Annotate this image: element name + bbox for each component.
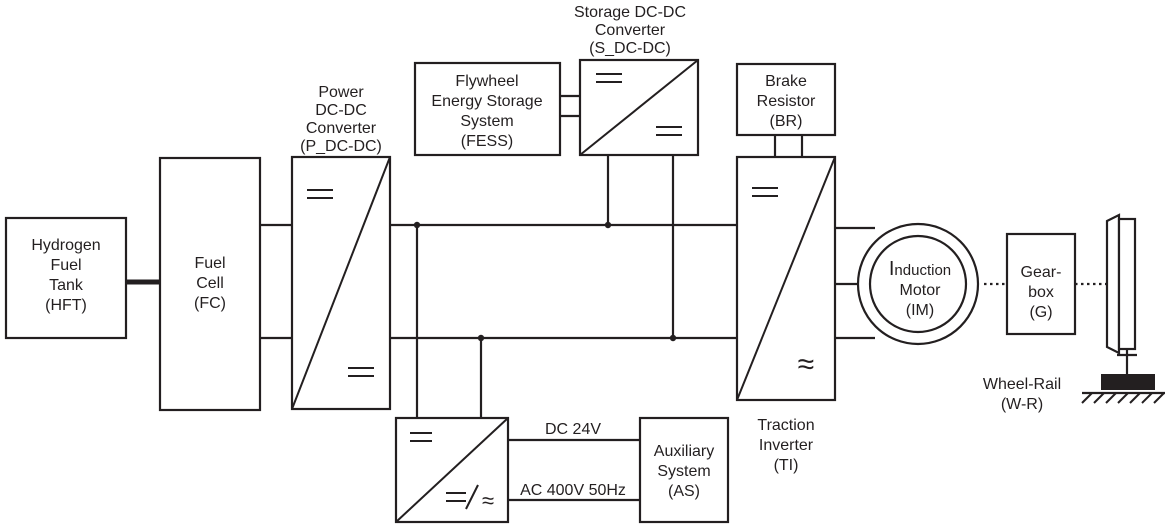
power-dc-dc-converter-block: Power DC-DC Converter (P_DC-DC)	[290, 84, 392, 411]
block-label: Converter	[595, 22, 666, 39]
wheel-rail-block: Wheel-Rail (W-R)	[983, 213, 1165, 413]
induction-motor-inner-ring	[868, 234, 968, 334]
dc-symbol-icon	[348, 367, 374, 377]
block-label: Storage DC-DC	[574, 4, 686, 21]
hydrogen-fuel-tank-box	[4, 216, 128, 340]
dc-symbol-icon	[410, 432, 432, 442]
block-label: Traction	[757, 417, 814, 434]
block-label: (FC)	[194, 295, 226, 312]
fuel-cell-box	[158, 156, 262, 412]
block-label: Tank	[49, 277, 84, 294]
converter-diagonal	[395, 417, 509, 523]
flywheel-energy-storage-block: Flywheel Energy Storage System (FESS)	[413, 61, 562, 157]
dc-symbol-icon	[596, 73, 622, 83]
brake-resistor-box	[735, 62, 837, 137]
junction-node	[413, 221, 421, 229]
block-label: Wheel-Rail	[983, 376, 1061, 393]
wiring	[126, 94, 1107, 502]
wheel-flange	[1105, 213, 1121, 355]
block-label: Cell	[196, 275, 224, 292]
ground-hatch-icon	[1081, 392, 1165, 404]
flywheel-energy-storage-box	[413, 61, 562, 157]
junction-node	[604, 221, 612, 229]
auxiliary-system-box	[638, 416, 730, 524]
storage-dc-dc-converter-block: Storage DC-DC Converter (S_DC-DC)	[574, 4, 700, 157]
block-label: Inverter	[759, 437, 814, 454]
wheel-icon	[1105, 213, 1137, 355]
ac-symbol-icon: ≈	[482, 488, 494, 513]
block-label: Hydrogen	[31, 237, 100, 254]
block-label: (HFT)	[45, 297, 87, 314]
junction-node	[669, 334, 677, 342]
junction-nodes	[413, 221, 677, 342]
separator-slash	[465, 484, 479, 510]
gearbox-box	[1005, 232, 1077, 336]
converter-diagonal	[579, 59, 699, 156]
auxiliary-converter-block: ≈	[394, 416, 510, 524]
block-label: System	[657, 463, 710, 480]
block-label: (TI)	[774, 457, 799, 474]
block-label: Induction	[889, 258, 951, 280]
block-label: Energy Storage	[431, 93, 542, 110]
block-label: (G)	[1029, 304, 1052, 321]
block-label: (AS)	[668, 483, 700, 500]
dc-symbol-icon	[307, 189, 333, 199]
wheel-tread	[1117, 217, 1137, 351]
block-label: Brake	[765, 73, 807, 90]
converter-diagonal	[291, 156, 391, 410]
dc-symbol-icon	[446, 492, 466, 502]
gearbox-block: Gear- box (G)	[1005, 232, 1077, 336]
block-label: (BR)	[770, 113, 803, 130]
block-label: System	[460, 113, 513, 130]
block-label: Fuel	[50, 257, 81, 274]
block-label: Fuel	[194, 255, 225, 272]
block-label: Converter	[306, 120, 377, 137]
hydrogen-fuel-tank-block: Hydrogen Fuel Tank (HFT)	[4, 216, 128, 340]
converter-diagonal	[736, 156, 836, 401]
dc-24v-label: DC 24V	[545, 421, 601, 438]
ac-400v-label: AC 400V 50Hz	[520, 482, 626, 499]
block-label: Flywheel	[455, 73, 518, 90]
block-label: (P_DC-DC)	[300, 138, 382, 155]
block-label: Gear-	[1021, 264, 1062, 281]
dc-symbol-icon	[752, 187, 778, 197]
ac-symbol-icon: ≈	[798, 348, 814, 381]
block-label: Auxiliary	[654, 443, 714, 460]
block-label: DC-DC	[315, 102, 367, 119]
traction-inverter-block: ≈ Traction Inverter (TI)	[735, 155, 837, 474]
fuel-cell-block: Fuel Cell (FC)	[158, 156, 262, 412]
block-label: Power	[318, 84, 364, 101]
junction-node	[477, 334, 485, 342]
block-label: (W-R)	[1001, 396, 1043, 413]
block-label: (IM)	[906, 302, 934, 319]
induction-motor-block: Induction Motor (IM)	[856, 222, 980, 346]
dc-symbol-icon	[656, 126, 682, 136]
block-label: Motor	[900, 282, 942, 299]
block-label: (FESS)	[461, 133, 513, 150]
brake-resistor-block: Brake Resistor (BR)	[735, 62, 837, 137]
block-label: Resistor	[757, 93, 816, 110]
rail-icon	[1101, 374, 1155, 390]
auxiliary-system-block: Auxiliary System (AS)	[638, 416, 730, 524]
block-label: box	[1028, 284, 1054, 301]
block-label: (S_DC-DC)	[589, 40, 671, 57]
